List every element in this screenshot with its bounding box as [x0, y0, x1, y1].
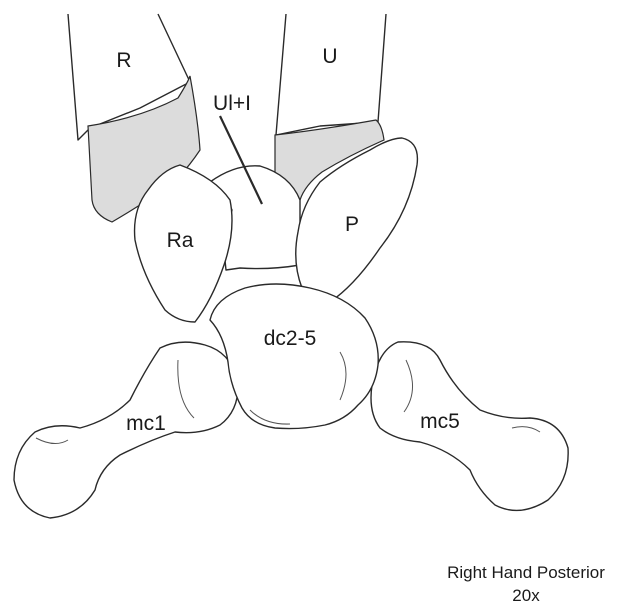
radiale-label: Ra: [167, 229, 194, 252]
caption-title: Right Hand Posterior: [447, 563, 605, 582]
metacarpal-5-label: mc5: [420, 410, 460, 433]
metacarpal-1-bone: mc1: [14, 342, 238, 518]
radiale-bone: Ra: [135, 165, 232, 322]
distal-carpals-bone: dc2-5: [210, 284, 378, 429]
metacarpal-5-bone: mc5: [371, 342, 568, 511]
metacarpal-1-label: mc1: [126, 412, 166, 435]
ulna-label: U: [322, 45, 337, 68]
distal-carpals-label: dc2-5: [264, 327, 317, 350]
pisiform-label: P: [345, 213, 359, 236]
ulnare-intermedium-label: Ul+I: [213, 92, 251, 115]
radius-label: R: [116, 49, 131, 72]
caption-magnification: 20x: [512, 586, 540, 605]
